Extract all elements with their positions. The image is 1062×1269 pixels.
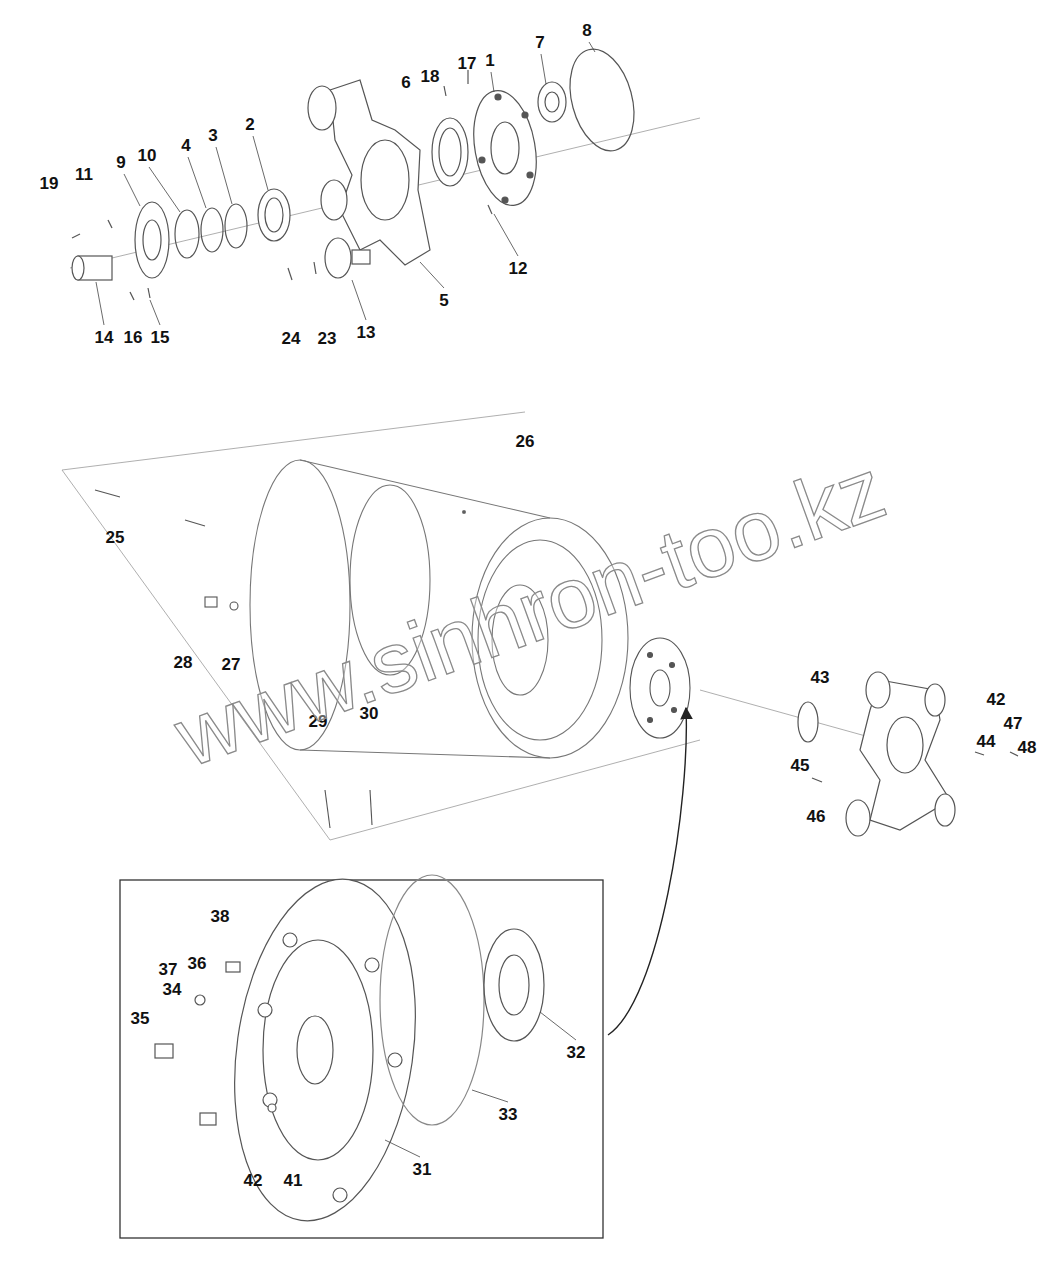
spider-bracket <box>798 672 1018 836</box>
callout-number: 6 <box>401 74 410 91</box>
callout-number: 31 <box>413 1161 432 1178</box>
callout-number: 27 <box>222 656 241 673</box>
callout-number: 12 <box>509 260 528 277</box>
callout-number: 44 <box>977 733 996 750</box>
flange <box>630 638 690 738</box>
callout-number: 14 <box>95 329 114 346</box>
callout-number: 48 <box>1018 739 1037 756</box>
callout-number: 18 <box>421 68 440 85</box>
callout-number: 37 <box>159 961 178 978</box>
callout-number: 36 <box>188 955 207 972</box>
callout-number: 43 <box>811 669 830 686</box>
callout-number: 28 <box>174 654 193 671</box>
callout-number: 46 <box>807 808 826 825</box>
callout-number: 19 <box>40 175 59 192</box>
callout-number: 3 <box>208 127 217 144</box>
callout-number: 38 <box>211 908 230 925</box>
callout-number: 2 <box>245 116 254 133</box>
callout-number: 45 <box>791 757 810 774</box>
callout-number: 1 <box>485 52 494 69</box>
callout-number: 41 <box>284 1172 303 1189</box>
callout-number: 8 <box>582 22 591 39</box>
watermark: www.sinhron-too.kz <box>165 444 895 780</box>
callout-number: 11 <box>75 166 93 183</box>
callout-number: 42 <box>987 691 1006 708</box>
callout-number: 10 <box>138 147 157 164</box>
callout-number: 16 <box>124 329 143 346</box>
callout-number: 17 <box>458 55 477 72</box>
callout-number: 35 <box>131 1010 150 1027</box>
callout-number: 15 <box>151 329 170 346</box>
callout-number: 25 <box>106 529 125 546</box>
callout-number: 13 <box>357 324 376 341</box>
callout-number: 42 <box>244 1172 263 1189</box>
callout-number: 33 <box>499 1106 518 1123</box>
callout-number: 47 <box>1004 715 1023 732</box>
callout-number: 24 <box>282 330 301 347</box>
callout-number: 7 <box>535 34 544 51</box>
hub-assembly <box>72 42 644 300</box>
flange-detail <box>155 867 544 1232</box>
callout-number: 32 <box>567 1044 586 1061</box>
callout-number: 34 <box>163 981 182 998</box>
callout-number: 5 <box>439 292 448 309</box>
callout-number: 23 <box>318 330 337 347</box>
callout-number: 26 <box>516 433 535 450</box>
callout-number: 9 <box>116 154 125 171</box>
detail-arrow <box>608 708 686 1035</box>
callout-number: 4 <box>181 137 190 154</box>
